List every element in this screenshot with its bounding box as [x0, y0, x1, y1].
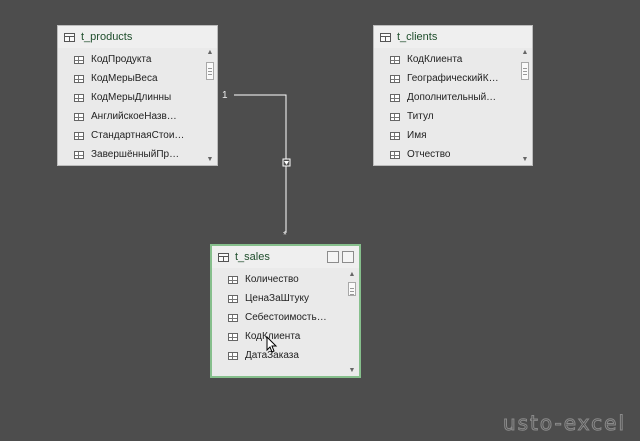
field-grid-icon [228, 332, 238, 341]
field-grid-icon [390, 112, 400, 121]
table-grid-icon [218, 252, 229, 262]
table-card-t-products[interactable]: t_products КодПродукта КодМерыВеса КодМе… [57, 25, 218, 166]
scroll-thumb[interactable] [348, 282, 356, 296]
relationship-direction-icon [282, 158, 291, 167]
field-label: Дополнительный… [407, 92, 497, 103]
maximize-icon[interactable] [327, 251, 339, 263]
field-item[interactable]: КодКлиента [212, 327, 345, 346]
field-grid-icon [74, 131, 84, 140]
field-grid-icon [390, 93, 400, 102]
field-label: КодМерыВеса [91, 73, 158, 84]
relationship-many-label: * [283, 230, 287, 241]
scroll-thumb[interactable] [206, 62, 214, 80]
field-scrollbar[interactable]: ▲ ▼ [204, 48, 216, 165]
scroll-down-icon[interactable]: ▼ [348, 367, 356, 374]
field-grid-icon [228, 351, 238, 360]
mouse-pointer-icon [266, 336, 278, 353]
field-grid-icon [390, 150, 400, 159]
field-grid-icon [228, 294, 238, 303]
field-label: ГеографическийК… [407, 73, 499, 84]
field-scrollbar[interactable]: ▲ ▼ [519, 48, 531, 165]
field-item[interactable]: КодМерыДлинны [58, 88, 203, 107]
field-item[interactable]: ГеографическийК… [374, 69, 518, 88]
field-label: АнглийскоеНазв… [91, 111, 177, 122]
field-list: Количество ЦенаЗаШтуку Себестоимость… Ко… [212, 270, 345, 365]
table-card-t-sales[interactable]: t_sales Количество ЦенаЗаШтуку Себестоим… [210, 244, 361, 378]
table-card-t-clients[interactable]: t_clients КодКлиента ГеографическийК… До… [373, 25, 533, 166]
field-label: ЗавершённыйПр… [91, 149, 180, 160]
field-item[interactable]: Титул [374, 107, 518, 126]
field-label: Количество [245, 274, 299, 285]
scroll-down-icon[interactable]: ▼ [521, 156, 529, 163]
field-label: Себестоимость… [245, 312, 327, 323]
field-item[interactable]: Имя [374, 126, 518, 145]
field-label: КодМерыДлинны [91, 92, 172, 103]
field-label: ДатаЗаказа [245, 350, 299, 361]
field-grid-icon [74, 55, 84, 64]
table-grid-icon [380, 32, 391, 42]
scroll-thumb[interactable] [521, 62, 529, 80]
field-item[interactable]: КодПродукта [58, 50, 203, 69]
scroll-up-icon[interactable]: ▲ [206, 49, 214, 56]
field-item[interactable]: КодМерыВеса [58, 69, 203, 88]
table-title: t_sales [235, 251, 270, 263]
scroll-down-icon[interactable]: ▼ [206, 156, 214, 163]
table-title: t_clients [397, 31, 438, 43]
watermark-logo: usto-excel [502, 411, 626, 436]
field-item[interactable]: ЦенаЗаШтуку [212, 289, 345, 308]
field-item[interactable]: ЗавершённыйПр… [58, 145, 203, 164]
field-label: КодПродукта [91, 54, 152, 65]
field-grid-icon [74, 74, 84, 83]
field-list: КодКлиента ГеографическийК… Дополнительн… [374, 50, 518, 164]
field-list: КодПродукта КодМерыВеса КодМерыДлинны Ан… [58, 50, 203, 164]
field-item[interactable]: АнглийскоеНазв… [58, 107, 203, 126]
field-label: Отчество [407, 149, 451, 160]
field-item[interactable]: Количество [212, 270, 345, 289]
field-item[interactable]: Себестоимость… [212, 308, 345, 327]
field-grid-icon [74, 112, 84, 121]
relationship-one-label: 1 [222, 90, 228, 101]
scroll-up-icon[interactable]: ▲ [348, 271, 356, 278]
table-header[interactable]: t_sales [212, 246, 359, 268]
table-header[interactable]: t_clients [374, 26, 532, 48]
field-label: КодКлиента [407, 54, 463, 65]
field-label: СтандартнаяСтои… [91, 130, 185, 141]
field-item[interactable]: ДатаЗаказа [212, 346, 345, 365]
field-label: КодКлиента [245, 331, 301, 342]
field-grid-icon [74, 150, 84, 159]
field-scrollbar[interactable]: ▲ ▼ [346, 270, 358, 376]
field-label: ЦенаЗаШтуку [245, 293, 309, 304]
table-header[interactable]: t_products [58, 26, 217, 48]
field-grid-icon [74, 93, 84, 102]
field-grid-icon [228, 275, 238, 284]
field-item[interactable]: Отчество [374, 145, 518, 164]
field-label: Титул [407, 111, 434, 122]
field-grid-icon [390, 74, 400, 83]
table-grid-icon [64, 32, 75, 42]
table-title: t_products [81, 31, 133, 43]
field-item[interactable]: СтандартнаяСтои… [58, 126, 203, 145]
field-grid-icon [228, 313, 238, 322]
field-label: Имя [407, 130, 427, 141]
field-item[interactable]: КодКлиента [374, 50, 518, 69]
minimize-icon[interactable] [342, 251, 354, 263]
field-grid-icon [390, 131, 400, 140]
field-grid-icon [390, 55, 400, 64]
field-item[interactable]: Дополнительный… [374, 88, 518, 107]
scroll-up-icon[interactable]: ▲ [521, 49, 529, 56]
